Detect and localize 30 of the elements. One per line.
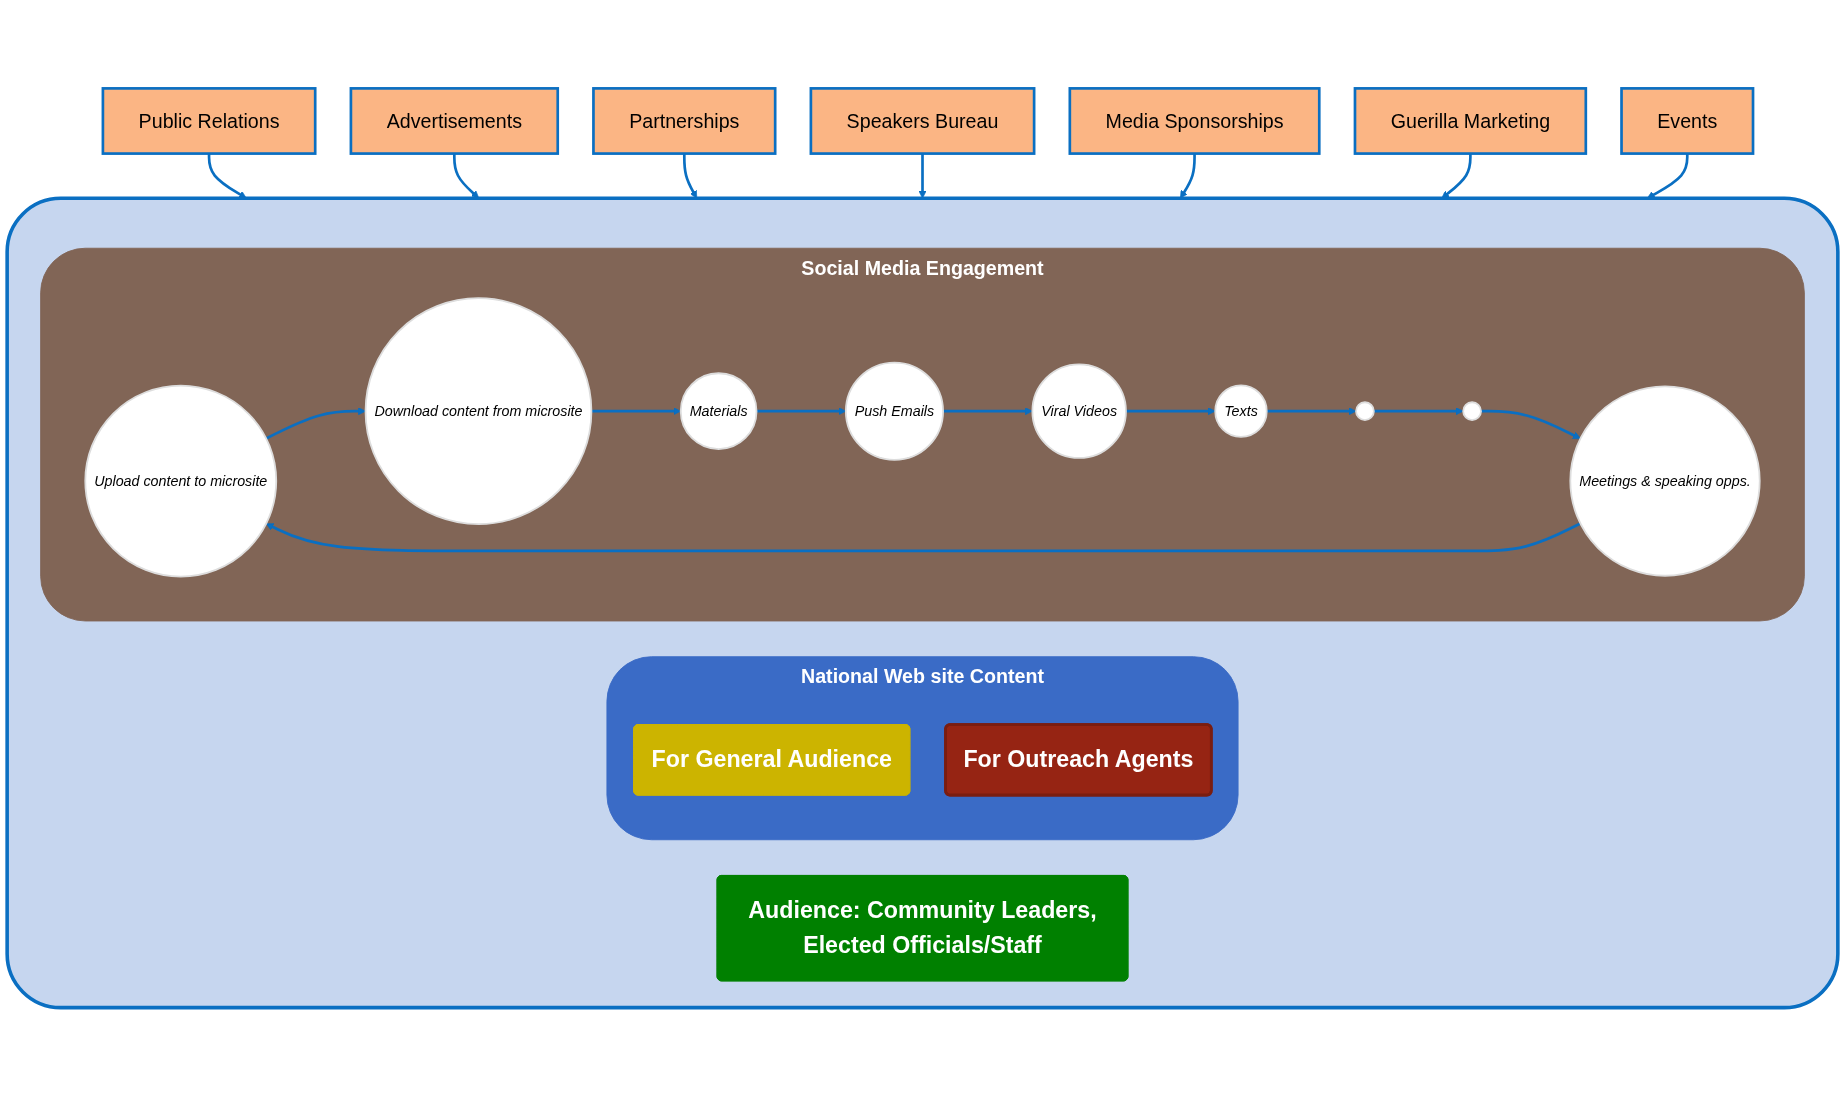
node-circle: Meetings & speaking opps. [1569,385,1761,577]
arrow [1266,407,1357,416]
arrow [1125,407,1216,416]
node-circle: Texts [1214,384,1268,438]
node-box: Partnerships [592,87,777,155]
node-box: Speakers Bureau [809,87,1036,155]
arrow [918,153,927,199]
node-circle: Upload content to microsite [84,384,278,578]
node-circle: Viral Videos [1031,363,1127,459]
node-box: Media Sponsorships [1068,87,1321,155]
arrow [207,153,247,199]
node-box: Events [1620,87,1755,155]
node-circle: Materials [679,372,758,450]
arrow [265,522,1581,553]
arrow [1179,153,1196,199]
arrow [943,407,1033,416]
node-circle [1462,401,1482,421]
node-box: Advertisements [349,87,560,155]
arrow [1373,407,1464,416]
arrow [1481,409,1581,439]
node-circle: Push Emails [844,361,944,461]
arrow [265,407,366,440]
arrow [1441,153,1472,199]
node-box: Public Relations [101,87,317,155]
arrow [453,153,480,199]
node-box: Guerilla Marketing [1353,87,1588,155]
node-circle: Download content from microsite [364,297,593,525]
cluster [5,196,1840,1010]
arrow [682,153,698,199]
node-circle [1355,401,1375,421]
